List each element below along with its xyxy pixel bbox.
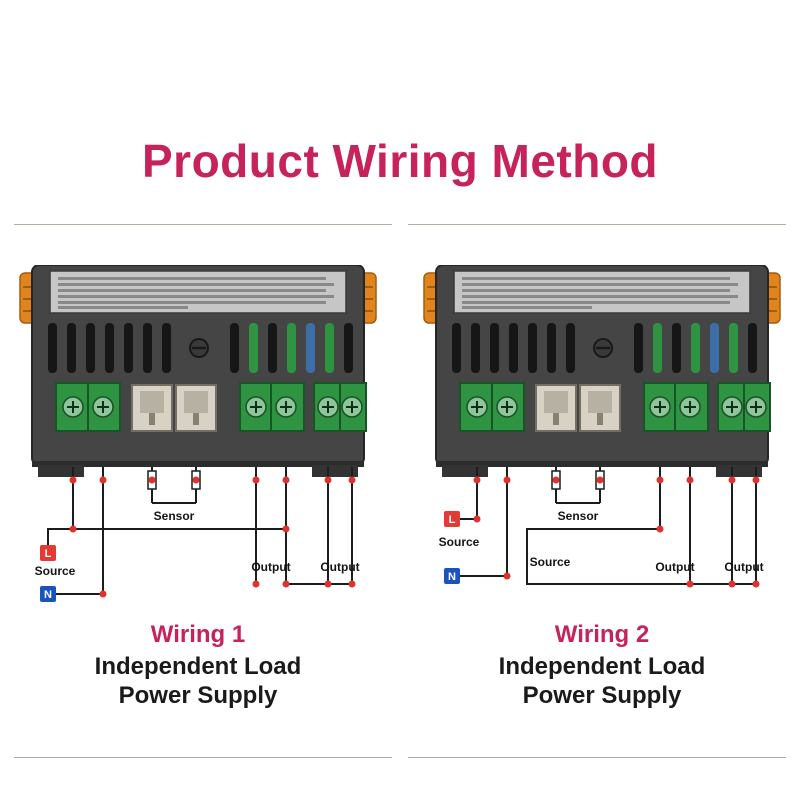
source-load-label: Source (530, 555, 571, 569)
live-badge: L (40, 545, 56, 561)
wiring-1-junction-dots (69, 476, 356, 598)
live-badge: L (444, 511, 460, 527)
figure-wiring-1: L N Source Sensor Output Output Wiring 1… (18, 265, 378, 711)
neutral-badge-label: N (44, 589, 52, 601)
wiring-2-wires (460, 467, 757, 585)
bottom-rule (14, 757, 786, 758)
live-badge-label: L (449, 514, 456, 526)
bottom-rule-left (14, 757, 392, 758)
page-title: Product Wiring Method (141, 135, 659, 187)
output-label-2: Output (724, 560, 763, 574)
wiring-1-wires (47, 467, 353, 595)
controller-device-rear (18, 265, 378, 479)
output-label-1: Output (655, 560, 694, 574)
live-badge-label: L (45, 548, 52, 560)
sensor-label: Sensor (558, 509, 599, 523)
neutral-badge: N (40, 586, 56, 602)
wiring-2-caption-line1: Independent Load (498, 653, 706, 680)
neutral-badge-label: N (448, 571, 456, 583)
sensor-label: Sensor (154, 509, 195, 523)
neutral-badge: N (444, 568, 460, 584)
source-main-label: Source (439, 535, 480, 549)
wiring-1-caption-line1: Independent Load (94, 653, 302, 680)
wiring-2-caption-line2: Power Supply (522, 682, 682, 710)
controller-device-rear (422, 265, 782, 479)
figure-wiring-2: L N Source Sensor Source Output Output W… (422, 265, 782, 711)
wiring-2-title: Wiring 2 (554, 621, 650, 648)
output-label-2: Output (320, 560, 359, 574)
top-rule (14, 224, 786, 225)
top-rule-left (14, 224, 392, 225)
wiring-1-diagram: L N Source Sensor Output Output (18, 265, 378, 602)
wiring-2-caption: Wiring 2 Independent Load Power Supply (422, 621, 782, 711)
wiring-2-junction-dots (473, 476, 760, 588)
wiring-1-caption: Wiring 1 Independent Load Power Supply (18, 621, 378, 711)
wiring-1-caption-line2: Power Supply (118, 682, 278, 710)
wiring-figures: L N Source Sensor Output Output Wiring 1… (0, 265, 800, 711)
wiring-2-diagram: L N Source Sensor Source Output Output (422, 265, 782, 588)
source-label: Source (35, 564, 76, 578)
wiring-1-title: Wiring 1 (150, 621, 246, 648)
bottom-rule-right (408, 757, 786, 758)
output-label-1: Output (251, 560, 290, 574)
top-rule-right (408, 224, 786, 225)
